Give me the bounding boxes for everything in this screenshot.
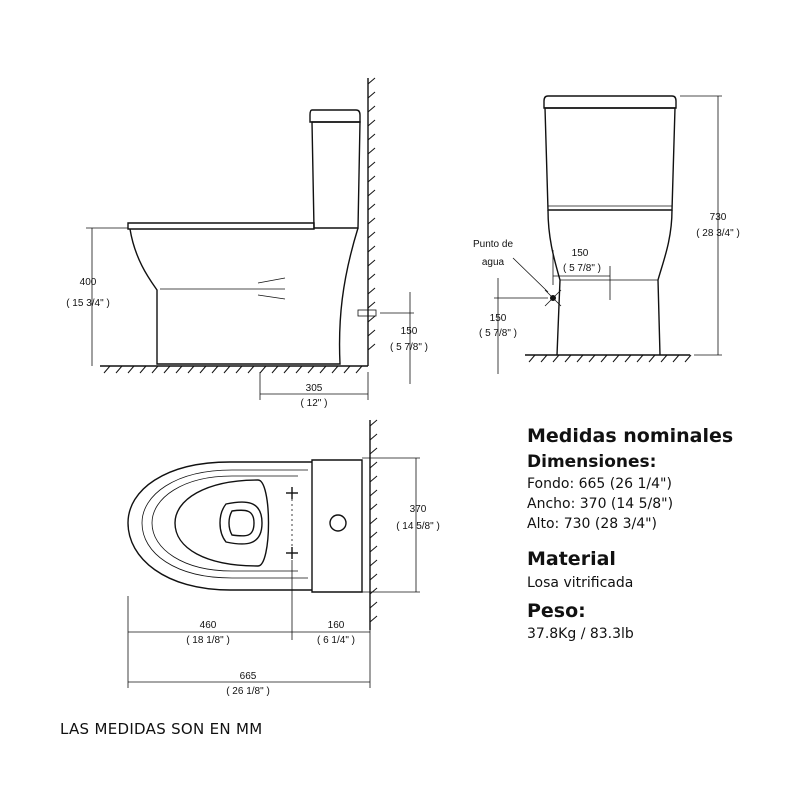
material-value: Losa vitrificada bbox=[527, 575, 634, 591]
dim-top-tank-in: ( 6 1/4" ) bbox=[317, 635, 355, 646]
water-point-leader bbox=[512, 257, 549, 293]
side-floor-hatch bbox=[103, 365, 363, 374]
water-point-label-1: Punto de bbox=[473, 239, 513, 250]
dim-top-total-in: ( 26 1/8" ) bbox=[226, 686, 270, 697]
dim-side-inlet-mm: 150 bbox=[401, 326, 418, 337]
footer-note: LAS MEDIDAS SON EN MM bbox=[60, 720, 263, 738]
top-bowl-opening bbox=[174, 479, 270, 567]
top-view: 370 ( 14 5/8" ) 460 ( 18 1/8" ) 160 ( 6 … bbox=[127, 419, 440, 697]
dim-front-water-offset-mm: 150 bbox=[572, 248, 589, 259]
dim-top-width-mm: 370 bbox=[410, 504, 427, 515]
side-inlet bbox=[357, 309, 377, 317]
dim-side-rough-in: ( 12" ) bbox=[301, 398, 328, 409]
dim-front-total-height-in: ( 28 3/4" ) bbox=[696, 228, 740, 239]
dim-front-water-height-mm: 150 bbox=[490, 313, 507, 324]
side-seat bbox=[127, 222, 315, 230]
side-tank bbox=[311, 121, 361, 229]
water-point-label-2: agua bbox=[482, 257, 505, 268]
dim-front-water-height-in: ( 5 7/8" ) bbox=[479, 328, 517, 339]
dimension-height: Alto: 730 (28 3/4") bbox=[527, 516, 658, 532]
side-trapway bbox=[257, 277, 286, 300]
top-tank bbox=[311, 459, 363, 593]
dim-side-height-in: ( 15 3/4" ) bbox=[66, 298, 110, 309]
material-heading: Material bbox=[527, 548, 616, 570]
top-bowl-outer bbox=[127, 461, 312, 591]
top-seat-outer bbox=[141, 469, 308, 579]
front-floor-hatch bbox=[528, 354, 692, 363]
weight-value: 37.8Kg / 83.3lb bbox=[527, 626, 634, 642]
front-tank bbox=[544, 107, 676, 211]
dim-top-total-mm: 665 bbox=[240, 671, 257, 682]
top-drain-outer bbox=[219, 501, 263, 545]
dim-front-water-offset-in: ( 5 7/8" ) bbox=[563, 263, 601, 274]
specs-title: Medidas nominales bbox=[527, 425, 734, 447]
front-tank-lid bbox=[543, 95, 677, 109]
dimension-width: Ancho: 370 (14 5/8") bbox=[527, 496, 674, 512]
dim-top-bowl-in: ( 18 1/8" ) bbox=[186, 635, 230, 646]
dim-top-width-in: ( 14 5/8" ) bbox=[396, 521, 440, 532]
dim-top-tank-mm: 160 bbox=[328, 620, 345, 631]
side-tank-lid bbox=[309, 109, 361, 123]
flush-button bbox=[329, 514, 347, 532]
weight-heading: Peso: bbox=[527, 600, 586, 622]
dim-side-rough-mm: 305 bbox=[306, 383, 323, 394]
dimensions-heading: Dimensiones: bbox=[527, 452, 657, 472]
front-view: Punto de agua 150 ( 5 7/8" ) 150 ( 5 7/8… bbox=[473, 95, 740, 374]
side-bowl bbox=[129, 227, 359, 365]
top-seat-inner bbox=[151, 475, 298, 572]
dim-side-height-mm: 400 bbox=[80, 277, 97, 288]
dim-top-bowl-mm: 460 bbox=[200, 620, 217, 631]
top-drain-inner bbox=[228, 509, 255, 537]
side-wall-hatch bbox=[367, 77, 376, 351]
side-view: 400 ( 15 3/4" ) 150 ( 5 7/8" ) 305 ( 12"… bbox=[66, 77, 428, 409]
dim-side-inlet-in: ( 5 7/8" ) bbox=[390, 342, 428, 353]
mounting-bolt-marks bbox=[286, 487, 298, 559]
dim-front-total-height-mm: 730 bbox=[710, 212, 727, 223]
top-wall-hatch bbox=[369, 419, 378, 623]
dimension-depth: Fondo: 665 (26 1/4") bbox=[527, 476, 672, 492]
